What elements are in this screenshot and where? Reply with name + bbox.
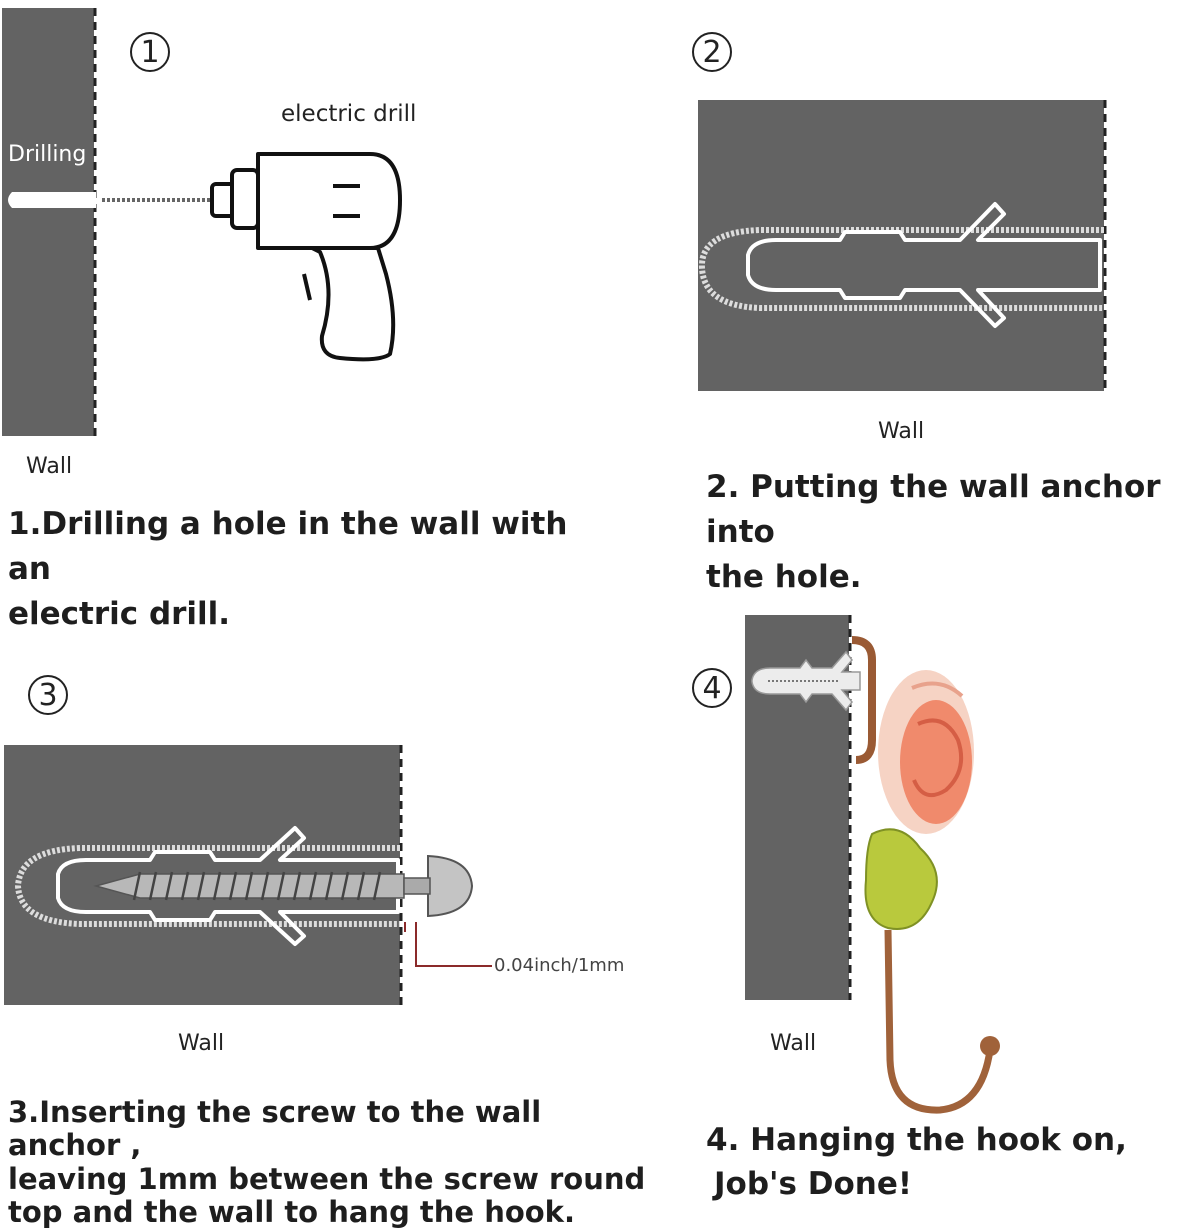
step-1-caption-line-2: electric drill. [8,595,231,632]
wall-block [2,8,94,436]
step-2-caption-line-1: 2. Putting the wall anchor into [706,469,1161,550]
drilled-hole [698,227,1104,311]
hook-ball-end [980,1036,1000,1056]
step-2-caption: 2. Putting the wall anchor into the hole… [706,465,1200,600]
hook-arm [884,929,994,1114]
step-4-caption-line-2: Job's Done! [714,1166,913,1203]
step-3-caption-line-1: 3.Inserting the screw to the wall anchor… [8,1095,542,1163]
step-number-4: 4 [692,668,732,708]
step-3-caption-line-2: leaving 1mm between the screw round [8,1161,646,1196]
drilled-hole [14,845,400,927]
wall-block [698,100,1104,391]
step-1-wall-illustration [2,8,212,436]
step-number-3: 3 [28,675,68,715]
step-1-caption: 1.Drilling a hole in the wall with an el… [8,502,608,637]
gap-indicator-line [404,922,492,967]
step-3-screw-illustration [4,745,492,1005]
step-4-caption: 4. Hanging the hook on, Job's Done! [706,1118,1200,1206]
step-4-caption-line-1: 4. Hanging the hook on, [706,1122,1127,1158]
hook-bracket [851,636,876,764]
step-4-hook-illustration [745,615,1000,1114]
step-number-1: 1 [130,32,170,72]
electric-drill-icon [210,152,402,362]
leaf-decoration [864,828,938,930]
gap-measurement-label: 0.04inch/1mm [494,955,625,976]
wall-label-3: Wall [178,1031,225,1056]
screw-head [427,854,474,918]
step-number-2: 2 [692,32,732,72]
step-2-caption-line-2: the hole. [706,558,862,595]
electric-drill-label: electric drill [281,101,417,127]
drilling-label: Drilling [8,142,87,167]
wall-label-1: Wall [26,454,73,479]
step-3-caption-line-3: top and the wall to hang the hook. [8,1195,575,1229]
step-1-caption-line-1: 1.Drilling a hole in the wall with an [8,506,568,587]
wall-anchor [56,826,400,946]
wall-label-2: Wall [878,419,925,444]
step-2-wall-anchor-illustration [698,100,1107,391]
wall-label-4: Wall [770,1031,817,1056]
drilled-hole [8,192,96,208]
wall-anchor [746,202,1102,328]
